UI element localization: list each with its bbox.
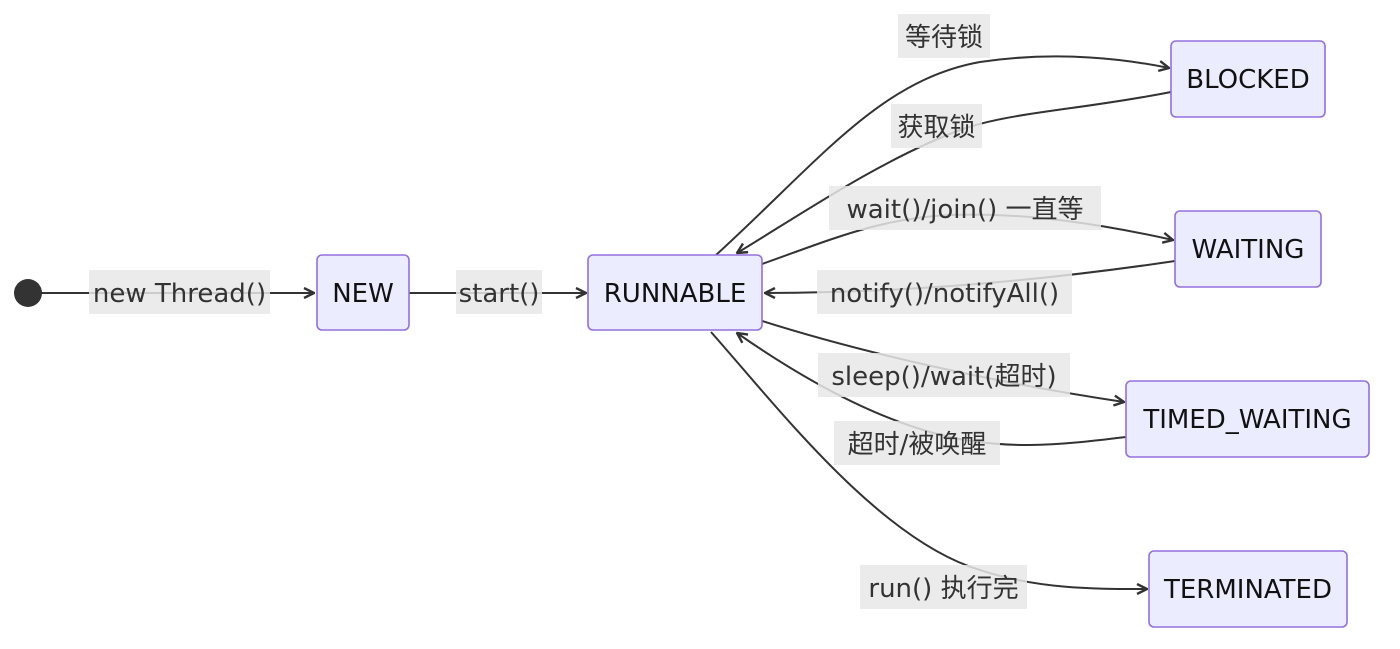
state-timed-waiting-label: TIMED_WAITING (1142, 405, 1351, 435)
label-acquire-lock: 获取锁 (891, 104, 982, 148)
label-wait-join-text: wait()/join() 一直等 (846, 195, 1083, 225)
label-sleep-wait: sleep()/wait(超时) (818, 353, 1070, 397)
label-wait-join: wait()/join() 一直等 (829, 186, 1101, 230)
label-run-done: run() 执行完 (860, 565, 1027, 609)
label-new-thread: new Thread() (89, 270, 270, 314)
state-runnable-label: RUNNABLE (604, 279, 747, 309)
state-terminated-label: TERMINATED (1163, 575, 1332, 605)
label-wait-lock: 等待锁 (898, 14, 990, 58)
label-wait-lock-text: 等待锁 (905, 23, 983, 53)
state-waiting[interactable]: WAITING (1174, 210, 1322, 288)
state-runnable[interactable]: RUNNABLE (587, 254, 763, 331)
label-acquire-lock-text: 获取锁 (897, 113, 975, 143)
edge-runnable-terminated (710, 331, 1147, 589)
label-sleep-wait-text: sleep()/wait(超时) (831, 362, 1056, 392)
state-timed-waiting[interactable]: TIMED_WAITING (1125, 380, 1370, 458)
edge-runnable-blocked (715, 55, 1169, 256)
label-timeout-wake: 超时/被唤醒 (834, 421, 1000, 465)
label-run-done-text: run() 执行完 (868, 574, 1018, 604)
state-new-label: NEW (332, 279, 394, 309)
state-blocked-label: BLOCKED (1186, 65, 1310, 95)
label-new-thread-text: new Thread() (93, 279, 266, 309)
label-timeout-wake-text: 超时/被唤醒 (848, 430, 987, 460)
state-terminated[interactable]: TERMINATED (1148, 550, 1348, 628)
label-start-text: start() (459, 279, 540, 309)
state-blocked[interactable]: BLOCKED (1170, 40, 1326, 118)
state-waiting-label: WAITING (1192, 235, 1305, 265)
label-notify-text: notify()/notifyAll() (830, 279, 1059, 309)
label-notify: notify()/notifyAll() (817, 270, 1072, 314)
label-start: start() (456, 270, 542, 314)
start-state-dot (14, 279, 42, 307)
edge-labels: new Thread() start() 等待锁 获取锁 wait()/join… (89, 14, 1101, 609)
state-new[interactable]: NEW (316, 254, 410, 331)
